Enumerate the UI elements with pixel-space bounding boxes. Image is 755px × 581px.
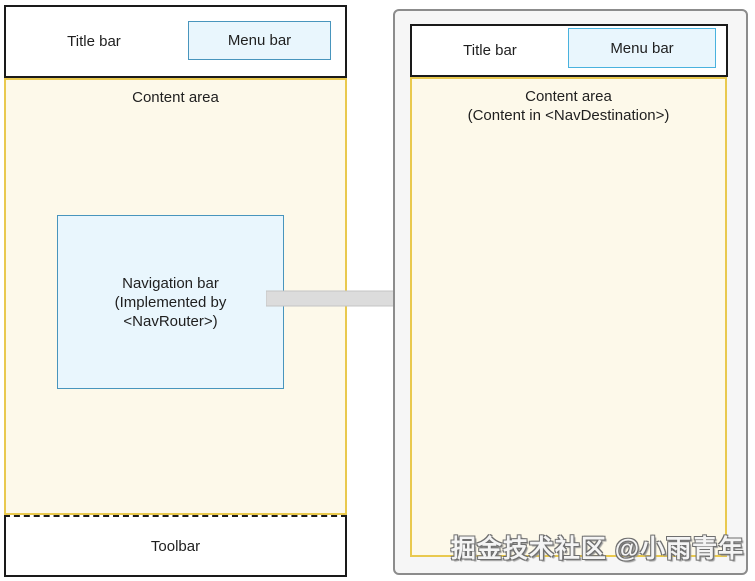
- right-content-area-label: Content area (Content in <NavDestination…: [467, 88, 670, 124]
- right-phone-frame: Title bar Menu bar Content area (Content…: [393, 9, 748, 575]
- watermark-text: 掘金技术社区 @小雨青年: [450, 535, 745, 563]
- right-menu-bar-label: Menu bar: [610, 39, 674, 57]
- right-menu-bar: Menu bar: [568, 28, 716, 68]
- right-title-bar-label: Title bar: [463, 42, 517, 59]
- left-navigation-bar-label: Navigation bar (Implemented by <NavRoute…: [114, 274, 227, 330]
- left-title-bar-label: Title bar: [67, 33, 121, 50]
- left-toolbar-label: Toolbar: [150, 537, 201, 555]
- left-title-bar: Title bar Menu bar: [4, 5, 347, 78]
- left-content-area-label: Content area: [132, 89, 219, 106]
- left-navigation-bar-box: Navigation bar (Implemented by <NavRoute…: [57, 215, 284, 389]
- right-title-bar: Title bar Menu bar: [410, 24, 728, 77]
- left-menu-bar: Menu bar: [188, 21, 331, 60]
- left-toolbar: Toolbar: [4, 515, 347, 577]
- left-menu-bar-label: Menu bar: [227, 32, 292, 49]
- right-content-area: Content area (Content in <NavDestination…: [410, 77, 727, 557]
